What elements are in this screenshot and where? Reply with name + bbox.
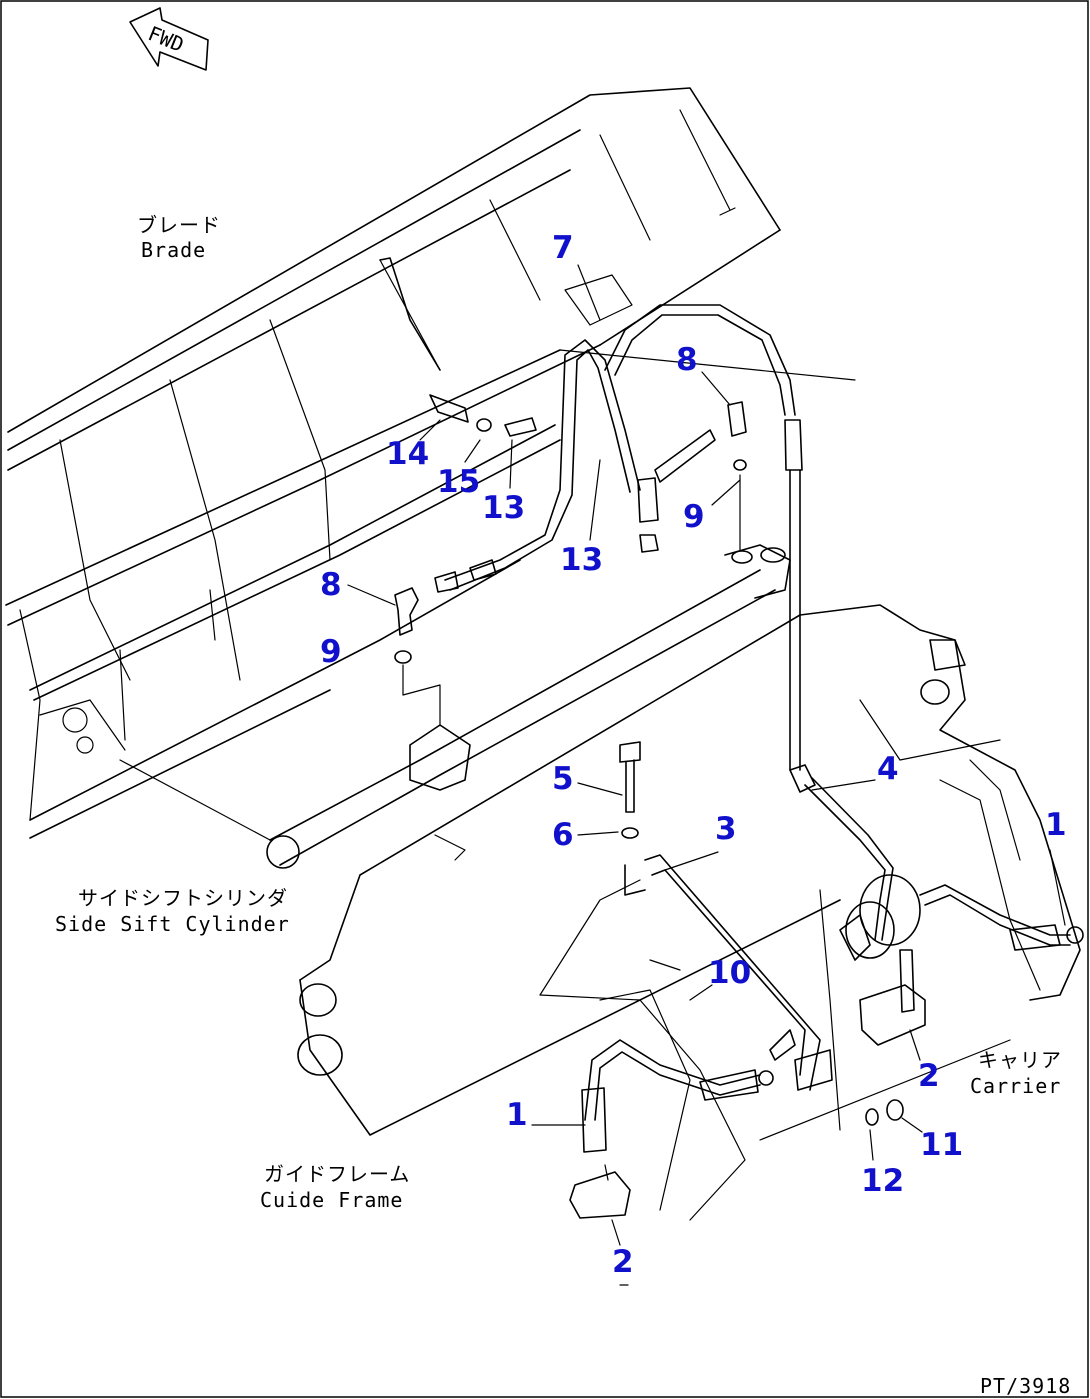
- cylinder-label-en: Side Sift Cylinder: [55, 912, 290, 936]
- callout-5: 5: [552, 761, 574, 797]
- callout-9-lower: 9: [320, 634, 342, 670]
- blade-label-en: Brade: [141, 238, 206, 262]
- fwd-arrow-icon: FWD: [129, 7, 209, 71]
- callout-10: 10: [708, 955, 751, 991]
- callout-6: 6: [552, 817, 574, 853]
- cylinder-label-jp: サイドシフトシリンダ: [78, 886, 288, 910]
- fwd-label: FWD: [145, 21, 187, 57]
- callout-2-bottom: 2: [612, 1244, 634, 1280]
- blade-drawing: [5, 87, 856, 839]
- callout-7: 7: [552, 230, 574, 266]
- leader-lines: [347, 264, 1066, 1286]
- callout-13-upper: 13: [482, 490, 525, 526]
- callout-3: 3: [715, 811, 737, 847]
- callout-2-right: 2: [918, 1058, 940, 1094]
- callout-14: 14: [386, 436, 429, 472]
- blade-label-jp: ブレード: [137, 213, 221, 237]
- callout-12: 12: [861, 1163, 904, 1199]
- callout-8-upper: 8: [676, 342, 698, 378]
- guide-frame-label-jp: ガイドフレーム: [264, 1162, 410, 1186]
- drawing-code: PT/3918: [980, 1374, 1071, 1398]
- callout-1-left: 1: [506, 1097, 528, 1133]
- callout-1-right: 1: [1045, 807, 1067, 843]
- carrier-label-en: Carrier: [970, 1074, 1061, 1098]
- carrier-label-jp: キャリア: [978, 1048, 1062, 1072]
- callout-9-upper: 9: [683, 499, 705, 535]
- hose-assembly-drawing: [379, 257, 1084, 1219]
- callout-15: 15: [437, 464, 480, 500]
- callout-8-lower: 8: [320, 567, 342, 603]
- guide-frame-label-en: Cuide Frame: [260, 1188, 403, 1212]
- guide-frame-drawing: [297, 604, 1081, 1221]
- callout-13-lower: 13: [560, 542, 603, 578]
- callout-4: 4: [877, 751, 899, 787]
- callout-11: 11: [920, 1127, 963, 1163]
